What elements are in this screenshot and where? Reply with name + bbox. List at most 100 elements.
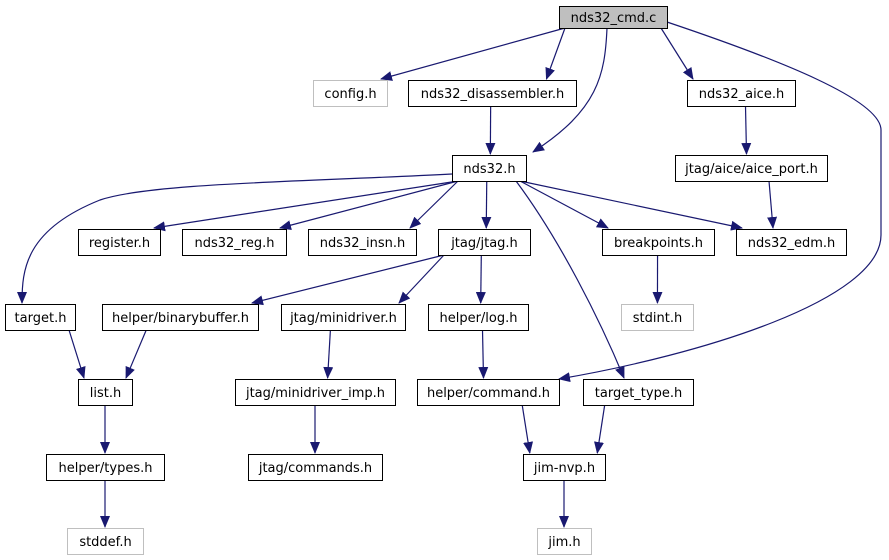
node-label: nds32_edm.h [748,236,836,251]
node-box [417,379,560,406]
node-label: jtag/minidriver.h [289,311,397,326]
node-helper-binarybuffer-h[interactable]: helper/binarybuffer.h [102,304,259,331]
node-box [736,229,847,256]
node-box [46,454,165,481]
node-box [687,80,796,107]
edge-jtag-jtag-h-to-helper-log-h [475,254,486,304]
node-box [78,379,133,406]
node-jim-h[interactable]: jim.h [537,528,592,555]
node-label: helper/binarybuffer.h [112,311,249,326]
node-box [621,304,694,331]
node-label: helper/command.h [427,386,550,401]
node-nds32-edm-h[interactable]: nds32_edm.h [736,229,847,256]
edge-nds32-cmd-c-to-nds32-h [532,27,608,153]
edge-nds32-cmd-c-to-nds32-disassembler-h [545,27,566,80]
edge-nds32-h-to-nds32-edm-h [519,180,743,231]
node-nds32-reg-h[interactable]: nds32_reg.h [182,229,287,256]
node-label: jtag/commands.h [258,461,372,476]
node-nds32-insn-h[interactable]: nds32_insn.h [308,229,417,256]
edge-helper-binarybuffer-h-to-list-h [125,329,147,379]
edge-jtag-minidriver-h-to-jtag-minidriver-imp-h [323,329,334,379]
node-nds32-h[interactable]: nds32.h [452,155,527,182]
node-helper-types-h[interactable]: helper/types.h [46,454,165,481]
node-helper-command-h[interactable]: helper/command.h [417,379,560,406]
edge-nds32-h-to-nds32-insn-h [409,180,459,229]
node-box [235,379,396,406]
node-label: target_type.h [595,386,682,401]
node-label: nds32_insn.h [320,236,406,251]
node-label: stdint.h [633,311,682,326]
edge-nds32-h-to-jtag-jtag-h [481,180,492,229]
node-label: config.h [324,87,376,102]
node-box [5,304,76,331]
edge-jtag-jtag-h-to-jtag-minidriver-h [398,254,445,304]
edge-target-h-to-list-h [68,329,86,379]
node-stdint-h[interactable]: stdint.h [621,304,694,331]
node-box [602,229,715,256]
node-box [67,528,144,555]
node-jtag-aice-aice-port-h[interactable]: jtag/aice/aice_port.h [675,155,828,182]
edge-nds32-aice-h-to-jtag-aice-aice-port-h [741,105,752,155]
node-stddef-h[interactable]: stddef.h [67,528,144,555]
edge-nds32-h-to-register-h [153,180,459,232]
node-box [281,304,406,331]
node-box [248,454,383,481]
node-nds32-disassembler-h[interactable]: nds32_disassembler.h [408,80,577,107]
node-box [182,229,287,256]
node-box [313,80,388,107]
node-box [102,304,259,331]
node-box [78,229,161,256]
node-label: helper/types.h [58,461,152,476]
node-config-h[interactable]: config.h [313,80,388,107]
node-label: nds32.h [463,162,515,177]
edge-jtag-aice-aice-port-h-to-nds32-edm-h [767,180,778,229]
edge-helper-command-h-to-jim-nvp-h [521,404,534,454]
node-label: jim-nvp.h [533,461,595,476]
node-label: stddef.h [79,535,131,550]
node-label: helper/log.h [439,311,517,326]
node-label: target.h [15,311,67,326]
node-box [452,155,527,182]
node-nds32-cmd-c[interactable]: nds32_cmd.c [559,6,668,29]
node-breakpoints-h[interactable]: breakpoints.h [602,229,715,256]
node-helper-log-h[interactable]: helper/log.h [428,304,529,331]
node-box [408,80,577,107]
node-label: nds32_aice.h [699,87,784,102]
node-box [523,454,606,481]
node-box [675,155,828,182]
node-label: register.h [89,236,150,251]
node-label: nds32_disassembler.h [421,87,565,102]
node-box [438,229,531,256]
edges [17,21,882,528]
node-jtag-minidriver-h[interactable]: jtag/minidriver.h [281,304,406,331]
edge-helper-log-h-to-helper-command-h [478,329,489,379]
edge-nds32-h-to-nds32-reg-h [279,180,459,231]
edge-nds32-cmd-c-to-nds32-aice-h [660,27,694,80]
node-list-h[interactable]: list.h [78,379,133,406]
edge-target-type-h-to-jim-nvp-h [594,404,606,454]
node-box [308,229,417,256]
node-nds32-aice-h[interactable]: nds32_aice.h [687,80,796,107]
node-label: jtag/minidriver_imp.h [245,386,385,401]
node-register-h[interactable]: register.h [78,229,161,256]
node-jtag-jtag-h[interactable]: jtag/jtag.h [438,229,531,256]
node-label: jtag/aice/aice_port.h [684,162,818,177]
node-box [537,528,592,555]
node-label: jtag/jtag.h [450,236,518,251]
node-box [559,6,668,29]
edge-nds32-cmd-c-to-config-h [380,27,566,81]
node-jim-nvp-h[interactable]: jim-nvp.h [523,454,606,481]
node-box [428,304,529,331]
node-jtag-minidriver-imp-h[interactable]: jtag/minidriver_imp.h [235,379,396,406]
node-label: breakpoints.h [614,236,703,251]
node-jtag-commands-h[interactable]: jtag/commands.h [248,454,383,481]
node-label: nds32_reg.h [195,236,275,251]
node-target-h[interactable]: target.h [5,304,76,331]
node-target-type-h[interactable]: target_type.h [583,379,694,406]
edge-jtag-jtag-h-to-helper-binarybuffer-h [251,254,445,306]
node-label: nds32_cmd.c [571,11,657,26]
edge-nds32-cmd-c-to-helper-command-h [558,21,882,383]
edge-nds32-h-to-breakpoints-h [519,180,609,229]
